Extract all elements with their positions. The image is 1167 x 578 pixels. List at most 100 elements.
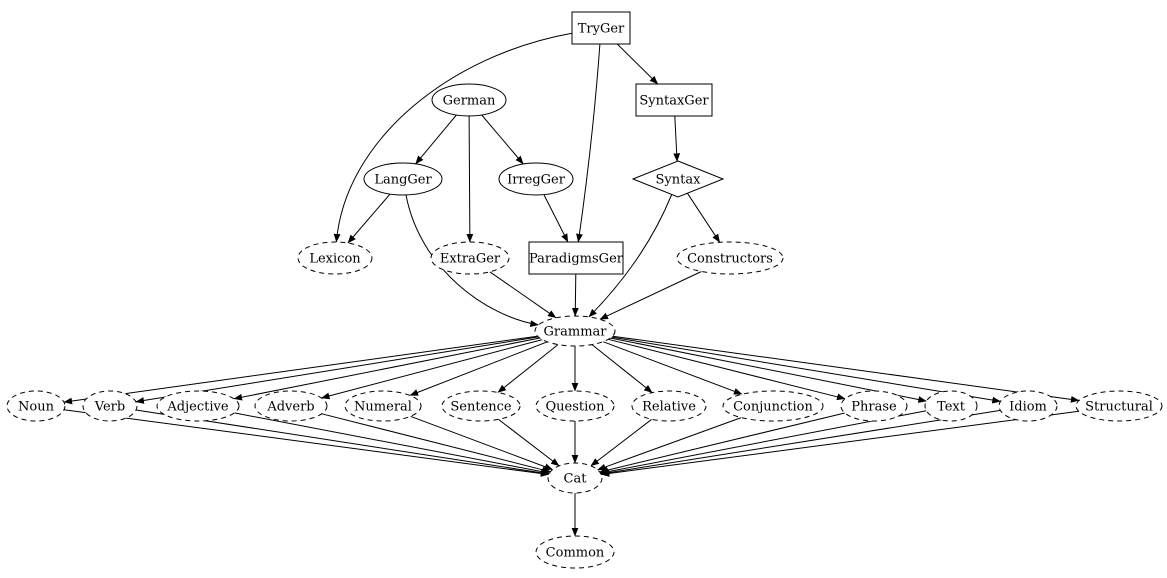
node-label-LangGer: LangGer [374, 172, 432, 187]
node-Adverb: Adverb [254, 390, 328, 422]
node-Text: Text [924, 390, 978, 422]
edge-Adverb-to-Cat [321, 413, 551, 474]
node-Syntax: Syntax [631, 160, 725, 198]
edge-Conjunction-to-Cat [597, 417, 742, 471]
node-Lexicon: Lexicon [297, 241, 373, 275]
edge-Phrase-to-Cat [599, 412, 845, 474]
node-Question: Question [535, 390, 615, 422]
edge-German-to-IrregGer [481, 114, 524, 165]
ellipse-shape [297, 241, 373, 275]
edge-IrregGer-to-ParadigmsGer [543, 194, 569, 243]
edge-Grammar-to-Noun [63, 335, 538, 405]
ellipse-shape [631, 390, 707, 422]
edge-TryGer-to-ParadigmsGer [576, 43, 601, 243]
node-label-Phrase: Phrase [851, 399, 897, 414]
node-ParadigmsGer: ParadigmsGer [528, 241, 624, 275]
ellipse-shape [82, 390, 138, 422]
node-label-German: German [443, 93, 496, 108]
ellipse-shape [535, 390, 615, 422]
box-shape [635, 83, 713, 117]
edge-Syntax-to-Constructors [686, 192, 721, 243]
edge-ParadigmsGer-to-Grammar [571, 273, 579, 317]
edge-Grammar-to-Adverb [320, 339, 543, 400]
node-Relative: Relative [631, 390, 707, 422]
node-label-ParadigmsGer: ParadigmsGer [529, 251, 624, 266]
edge-Sentence-to-Cat [498, 419, 560, 467]
edge-Grammar-to-Conjunction [602, 341, 743, 395]
node-label-Noun: Noun [18, 399, 55, 414]
edge-Constructors-to-Grammar [599, 271, 702, 320]
ellipse-shape [924, 390, 978, 422]
edge-Grammar-to-Adjective [233, 337, 540, 401]
node-Structural: Structural [1075, 390, 1163, 422]
edge-Syntax-to-Grammar [588, 194, 673, 318]
node-label-TryGer: TryGer [578, 21, 625, 36]
node-label-Idiom: Idiom [1009, 399, 1047, 414]
ellipse-shape [547, 462, 603, 494]
node-SyntaxGer: SyntaxGer [635, 83, 713, 117]
node-ExtraGer: ExtraGer [430, 241, 510, 275]
edge-Relative-to-Cat [590, 418, 653, 467]
node-label-Text: Text [937, 399, 966, 414]
edge-TryGer-to-Lexicon [333, 32, 573, 243]
node-Grammar: Grammar [534, 315, 616, 347]
edge-Grammar-to-Structural [612, 335, 1080, 403]
edge-SyntaxGer-to-Syntax [673, 115, 681, 162]
ellipse-shape [6, 390, 66, 422]
ellipse-shape [498, 162, 574, 196]
node-label-Structural: Structural [1085, 399, 1153, 414]
ellipse-shape [363, 162, 443, 196]
node-TryGer: TryGer [571, 11, 631, 45]
ellipse-shape [441, 390, 521, 422]
box-shape [528, 241, 624, 275]
node-label-Verb: Verb [94, 399, 125, 414]
node-Noun: Noun [6, 390, 66, 422]
edge-Grammar-to-Phrase [608, 338, 846, 401]
node-Cat: Cat [547, 462, 603, 494]
edge-Noun-to-Cat [64, 409, 550, 477]
ellipse-shape [840, 390, 908, 422]
edge-Adjective-to-Cat [234, 412, 550, 475]
edge-Grammar-to-Idiom [611, 336, 1001, 404]
edge-LangGer-to-Grammar [405, 194, 539, 327]
edge-LangGer-to-Lexicon [347, 193, 391, 244]
node-Constructors: Constructors [676, 241, 784, 275]
node-label-Numeral: Numeral [354, 399, 412, 414]
node-label-ExtraGer: ExtraGer [440, 251, 501, 266]
edge-German-to-ExtraGer [466, 115, 474, 243]
node-Phrase: Phrase [840, 390, 908, 422]
node-label-Syntax: Syntax [656, 172, 702, 187]
edge-Numeral-to-Cat [410, 415, 554, 471]
ellipse-shape [998, 390, 1058, 422]
node-Numeral: Numeral [344, 390, 422, 422]
edge-ExtraGer-to-Grammar [489, 271, 557, 319]
edge-TryGer-to-SyntaxGer [616, 43, 659, 85]
node-label-Question: Question [546, 399, 606, 414]
edge-Grammar-to-Relative [591, 344, 653, 393]
edge-Grammar-to-Verb [135, 336, 539, 404]
node-label-Grammar: Grammar [544, 324, 608, 339]
node-Common: Common [535, 535, 615, 569]
node-Sentence: Sentence [441, 390, 521, 422]
ellipse-shape [431, 83, 507, 117]
node-label-Conjunction: Conjunction [733, 399, 813, 414]
node-label-IrregGer: IrregGer [507, 172, 566, 187]
node-Conjunction: Conjunction [722, 390, 824, 422]
node-label-Sentence: Sentence [450, 399, 512, 414]
ellipse-shape [430, 241, 510, 275]
edge-Grammar-to-Text [610, 337, 927, 403]
node-label-SyntaxGer: SyntaxGer [639, 93, 709, 108]
diamond-shape [631, 160, 725, 198]
edge-German-to-LangGer [415, 114, 457, 165]
node-IrregGer: IrregGer [498, 162, 574, 196]
edge-Text-to-Cat [600, 410, 927, 475]
edge-Grammar-to-Sentence [497, 344, 559, 393]
ellipse-shape [676, 241, 784, 275]
node-label-Common: Common [546, 545, 605, 560]
node-label-Constructors: Constructors [687, 251, 773, 266]
ellipse-shape [1075, 390, 1163, 422]
edge-Idiom-to-Cat [600, 409, 1001, 477]
ellipse-shape [722, 390, 824, 422]
